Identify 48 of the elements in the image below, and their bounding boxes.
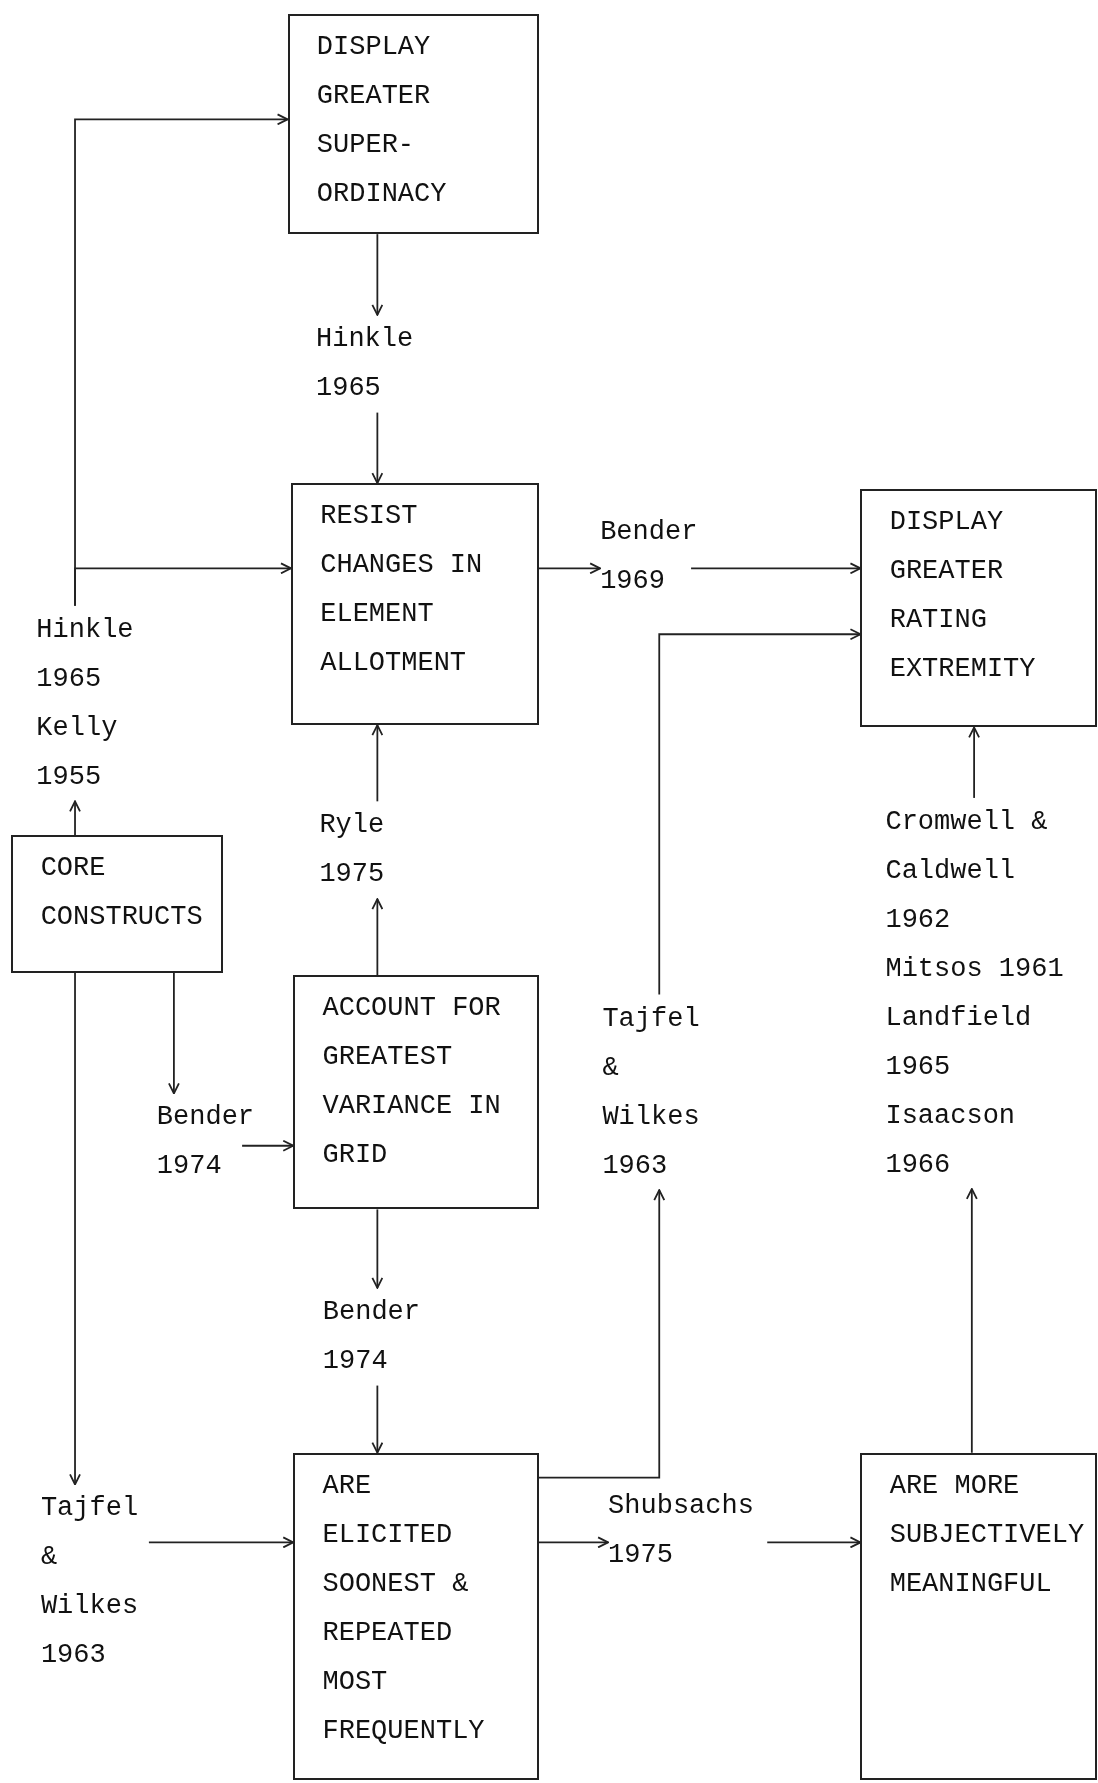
arrow — [371, 898, 384, 977]
arrow — [74, 562, 292, 607]
process-box — [287, 13, 539, 235]
citation-text: Ryle 1975 — [319, 809, 386, 892]
citation-text: Tajfel & Wilkes 1963 — [602, 1002, 700, 1183]
citation-text: Bender 1974 — [322, 1295, 421, 1378]
arrow — [968, 726, 980, 799]
arrow — [658, 628, 862, 996]
arrow — [371, 1384, 384, 1454]
arrow — [690, 562, 862, 575]
arrow — [537, 562, 602, 575]
process-box — [11, 835, 223, 973]
box-text: DISPLAY GREATER SUPER-ORDINACY — [316, 30, 447, 211]
citation-text: Tajfel & Wilkes 1963 — [40, 1492, 139, 1673]
arrow — [371, 233, 384, 316]
arrow — [537, 1536, 609, 1549]
process-box — [860, 488, 1097, 728]
arrow — [69, 800, 81, 837]
citation-text: Bender 1969 — [600, 516, 699, 599]
citation-text: Mitsos 1961 — [885, 952, 1064, 986]
arrow — [766, 1536, 862, 1549]
process-box — [293, 1452, 539, 1780]
arrow — [537, 1189, 666, 1479]
process-box — [293, 975, 539, 1210]
box-text: DISPLAY GREATER RATING EXTREMITY — [889, 505, 1036, 686]
citation-text: Cromwell & Caldwell 1962 — [885, 805, 1049, 937]
box-text: ARE ELICITED SOONEST & REPEATED MOST FREQUENTLY — [322, 1469, 485, 1748]
box-text: ARE MORE SUBJECTIVELY MEANINGFUL — [889, 1469, 1085, 1601]
box-text: RESIST CHANGES IN ELEMENT ALLOTMENT — [320, 500, 483, 681]
arrow — [371, 411, 384, 484]
arrow — [168, 972, 180, 1095]
process-box — [860, 1452, 1097, 1780]
citation-text: Isaacson 1966 — [885, 1099, 1017, 1182]
citation-text: Kelly 1955 — [36, 711, 119, 794]
process-box — [290, 483, 539, 726]
box-text: CORE CONSTRUCTS — [40, 852, 203, 935]
arrow — [148, 1536, 295, 1549]
arrow — [965, 1188, 978, 1454]
arrow — [69, 972, 81, 1486]
citation-text: Hinkle 1965 — [36, 613, 135, 696]
arrow — [371, 1208, 384, 1289]
citation-text: Landfield 1965 — [885, 1001, 1033, 1084]
box-text: ACCOUNT FOR GREATEST VARIANCE IN GRID — [322, 992, 501, 1173]
arrow — [371, 724, 384, 803]
citation-text: Shubsachs 1975 — [608, 1490, 754, 1573]
arrow — [241, 1139, 295, 1152]
citation-text: Hinkle 1965 — [316, 322, 415, 405]
citation-text: Bender 1974 — [156, 1101, 256, 1184]
